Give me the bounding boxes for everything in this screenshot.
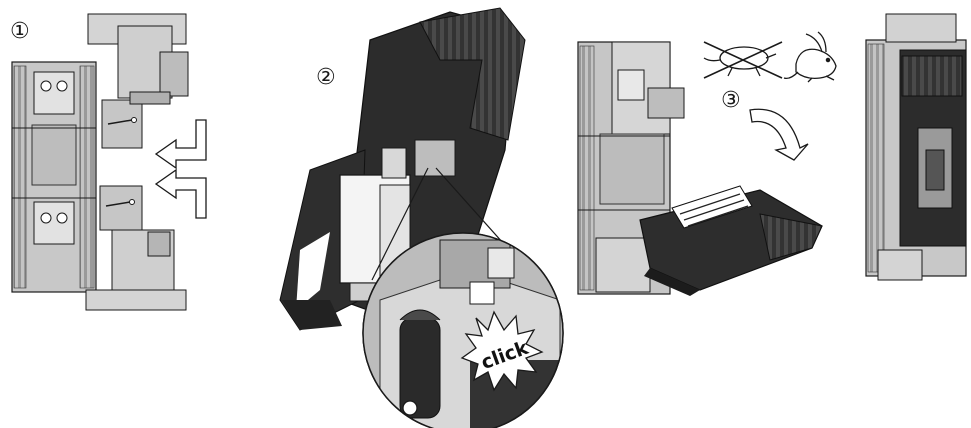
fuse-base-step3 bbox=[577, 41, 685, 295]
step-2: ② bbox=[279, 7, 564, 428]
fuse-assembled bbox=[865, 13, 967, 281]
fuse-cartridge bbox=[339, 139, 456, 302]
step-1-number: ① bbox=[10, 19, 30, 44]
step-3: ③ bbox=[577, 31, 837, 296]
fast-rabbit-icon bbox=[783, 31, 837, 83]
fuse-base-left bbox=[11, 61, 97, 293]
step-2-number: ② bbox=[316, 65, 336, 90]
click-burst-icon: click bbox=[460, 310, 544, 392]
fuse-top-module bbox=[87, 13, 189, 149]
slow-turtle-crossed-icon bbox=[703, 41, 783, 79]
step-3-number: ③ bbox=[721, 88, 741, 113]
step-1: ① bbox=[10, 13, 207, 311]
fuse-bottom-module bbox=[85, 185, 187, 311]
rotate-arrow-icon bbox=[749, 108, 809, 161]
insert-arrows-icon bbox=[154, 119, 207, 219]
fuse-cover-open bbox=[639, 185, 823, 296]
